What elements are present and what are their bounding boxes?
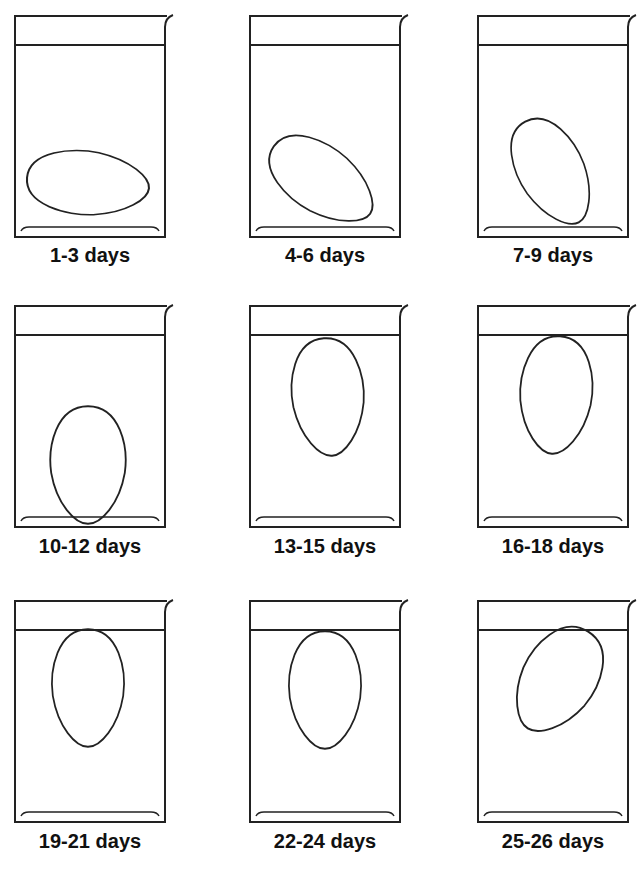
day-label: 19-21 days bbox=[39, 830, 141, 852]
day-label: 22-24 days bbox=[274, 830, 376, 852]
day-label: 13-15 days bbox=[274, 535, 376, 557]
day-label: 7-9 days bbox=[513, 244, 593, 266]
day-label: 16-18 days bbox=[502, 535, 604, 557]
day-label: 10-12 days bbox=[39, 535, 141, 557]
day-label: 1-3 days bbox=[50, 244, 130, 266]
day-label: 25-26 days bbox=[502, 830, 604, 852]
day-label: 4-6 days bbox=[285, 244, 365, 266]
